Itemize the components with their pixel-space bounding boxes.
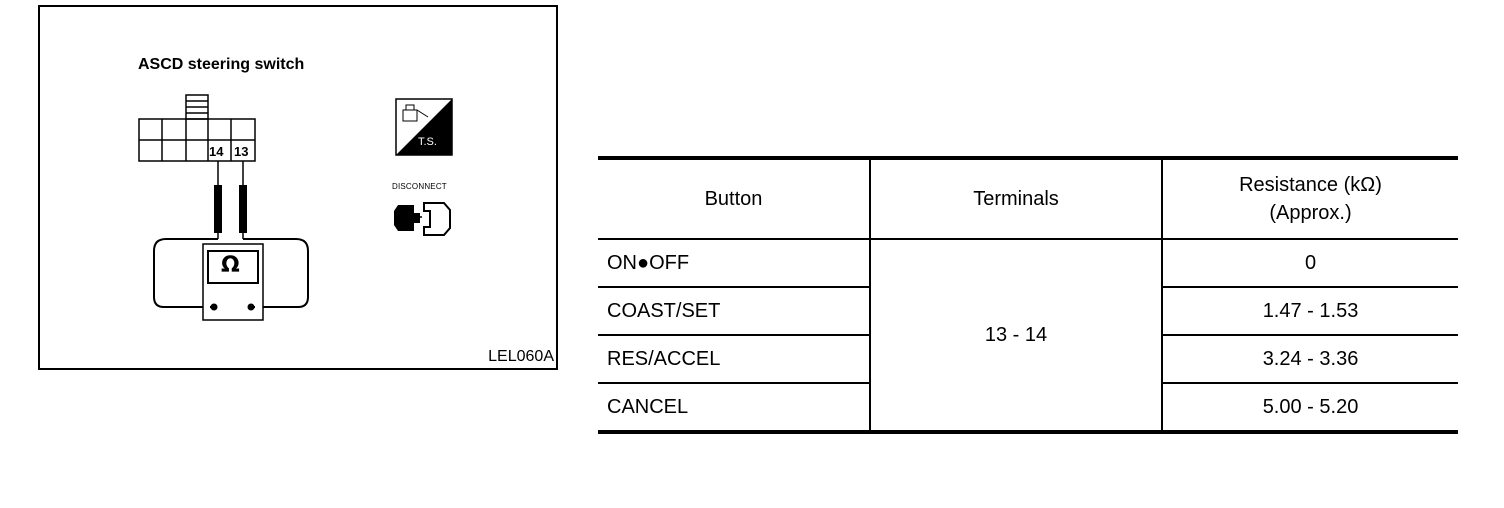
tester-leads [153, 238, 309, 308]
steering-switch-figure: ASCD steering switch 14 13 Ω T.S. DISCON… [38, 5, 558, 370]
terminals-cell: 13 - 14 [869, 239, 1162, 434]
figure-code: LEL060A [488, 348, 554, 365]
table-row: COAST/SET 1.47 - 1.53 [598, 287, 1458, 336]
resistance-cell: 3.24 - 3.36 [1161, 335, 1458, 384]
resistance-cell: 0 [1161, 239, 1458, 288]
table-row: RES/ACCEL 3.24 - 3.36 [598, 335, 1458, 384]
table-row: ON●OFF 13 - 14 0 [598, 239, 1458, 434]
connector-diagram [138, 94, 453, 321]
header-resistance: Resistance (kΩ) (Approx.) [1161, 158, 1458, 240]
pin-label-14: 14 [209, 144, 224, 159]
button-cell: RES/ACCEL [598, 335, 870, 384]
pin-label-13: 13 [234, 144, 249, 159]
header-terminals: Terminals [869, 158, 1162, 240]
ohm-symbol: Ω [221, 253, 240, 278]
table-header-row: Button Terminals Resistance (kΩ) (Approx… [598, 158, 1458, 240]
figure-title: ASCD steering switch [138, 56, 305, 73]
button-cell: CANCEL [598, 383, 870, 434]
header-resistance-line2: (Approx.) [1269, 202, 1352, 224]
resistance-cell: 1.47 - 1.53 [1161, 287, 1458, 336]
button-cell: ON●OFF [598, 239, 870, 288]
test-symbol-icon [395, 98, 453, 156]
disconnect-icon [394, 202, 451, 236]
connector-housing [138, 94, 256, 162]
ts-label: T.S. [418, 136, 437, 148]
button-cell: COAST/SET [598, 287, 870, 336]
resistance-spec-table: Button Terminals Resistance (kΩ) (Approx… [598, 156, 1458, 434]
ohmmeter [202, 243, 264, 321]
header-button: Button [598, 158, 870, 240]
tester-probes [214, 161, 247, 239]
resistance-cell: 5.00 - 5.20 [1161, 383, 1458, 434]
header-resistance-line1: Resistance (kΩ) [1239, 174, 1382, 196]
disconnect-label: DISCONNECT [392, 182, 447, 191]
table-row: CANCEL 5.00 - 5.20 [598, 383, 1458, 434]
